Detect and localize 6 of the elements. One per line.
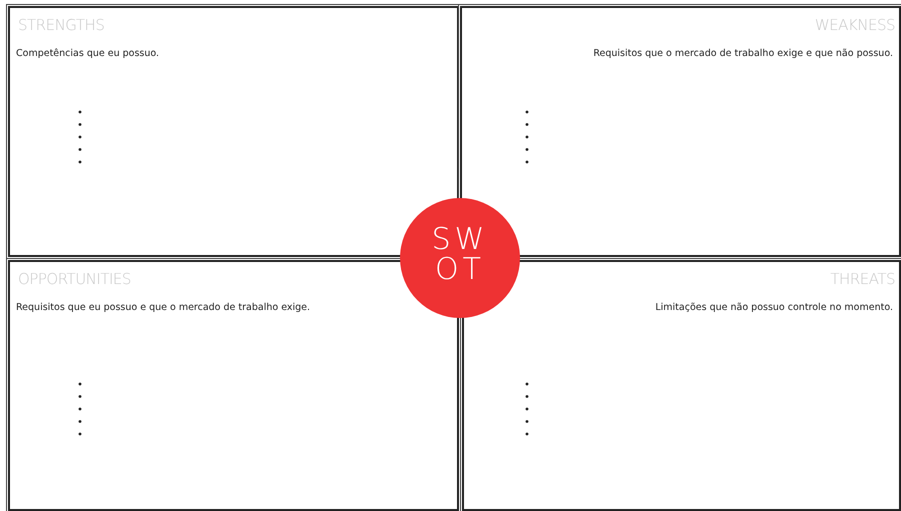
quadrant-description: Limitações que não possuo controle no momento. <box>655 302 893 313</box>
quadrant-description: Requisitos que o mercado de trabalho exige e que não possuo. <box>593 48 893 59</box>
circle-text: OT <box>434 255 486 285</box>
circle-text: SW <box>430 225 490 255</box>
quadrant-description: Requisitos que eu possuo e que o mercado de trabalho exige. <box>16 302 310 313</box>
quadrant-description: Competências que eu possuo. <box>16 48 160 59</box>
